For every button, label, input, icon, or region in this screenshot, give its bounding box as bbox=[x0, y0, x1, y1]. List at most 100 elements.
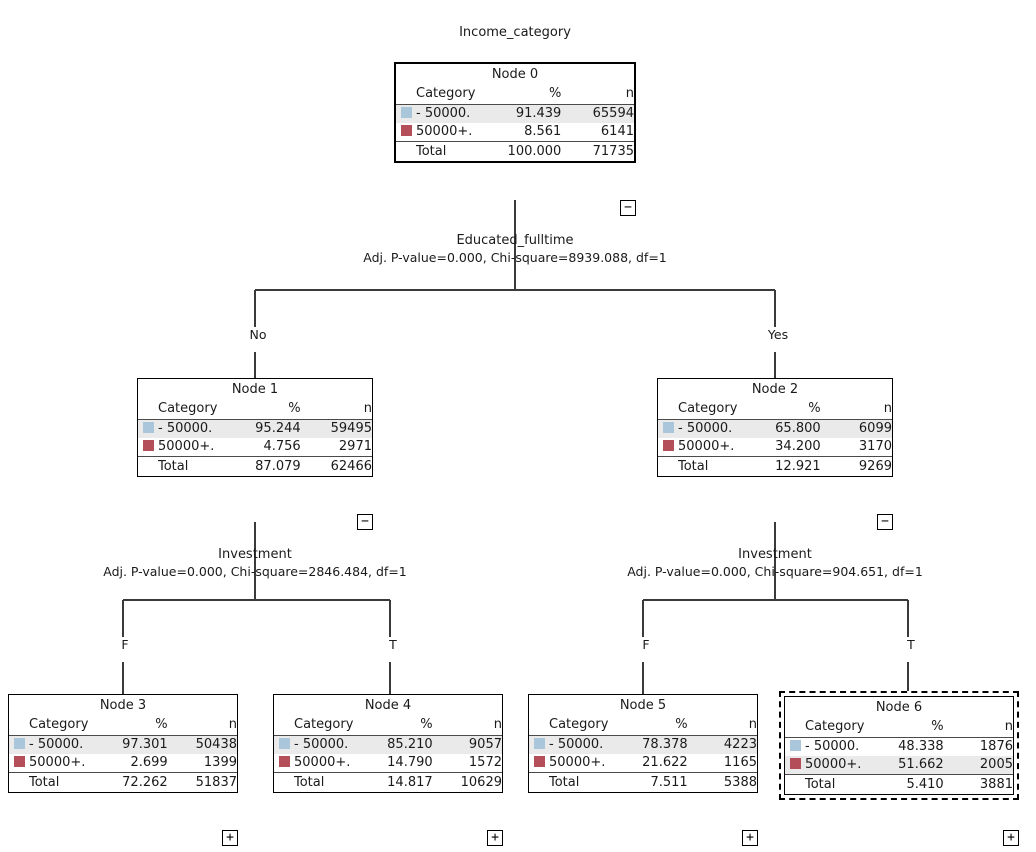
node-stats-table: Category % n - 50000. 78.378 4223 50000+… bbox=[529, 716, 757, 792]
table-header-row: Category % n bbox=[274, 716, 502, 736]
branch-label-no: No bbox=[235, 327, 281, 342]
category-label: - 50000. bbox=[805, 739, 860, 754]
swatch-header-cell bbox=[274, 716, 294, 736]
total-n: 9269 bbox=[820, 456, 892, 476]
node-title: Node 0 bbox=[491, 67, 539, 82]
total-percent: 7.511 bbox=[618, 772, 688, 792]
node-collapse-toggle-node0[interactable]: − bbox=[620, 200, 636, 216]
table-row: - 50000. 97.301 50438 bbox=[9, 735, 237, 754]
total-label: Total bbox=[805, 774, 875, 794]
category-swatch-cell bbox=[658, 438, 678, 457]
category-label: 50000+. bbox=[678, 439, 735, 454]
header-percent: % bbox=[618, 716, 688, 736]
node-stats-table: Category % n - 50000. 97.301 50438 50000… bbox=[9, 716, 237, 792]
tree-node-node6[interactable]: Node 6 Category % n - 50000. 48.338 1876… bbox=[779, 691, 1019, 800]
header-percent: % bbox=[874, 718, 944, 738]
node-title: Node 4 bbox=[364, 698, 412, 713]
node-stats-table: Category % n - 50000. 91.439 65594 50000… bbox=[396, 85, 634, 161]
category-percent: 21.622 bbox=[642, 755, 688, 770]
total-swatch-cell bbox=[274, 772, 294, 792]
split-stats: Adj. P-value=0.000, Chi-square=2846.484,… bbox=[103, 564, 407, 579]
category-color-swatch-icon bbox=[13, 756, 25, 767]
category-swatch-cell bbox=[396, 104, 416, 123]
node-stats-table: Category % n - 50000. 95.244 59495 50000… bbox=[138, 400, 372, 476]
category-n: 3170 bbox=[858, 439, 892, 454]
table-header-row: Category % n bbox=[138, 400, 372, 420]
header-category: Category bbox=[416, 85, 489, 105]
tree-node-node0[interactable]: Node 0 Category % n - 50000. 91.439 6559… bbox=[394, 62, 636, 163]
node-title: Node 1 bbox=[231, 382, 279, 397]
category-color-swatch-icon bbox=[400, 107, 412, 118]
category-label: - 50000. bbox=[294, 735, 364, 754]
total-label: Total bbox=[416, 141, 489, 161]
table-header-row: Category % n bbox=[658, 400, 892, 420]
node-expand-toggle-node4[interactable]: + bbox=[487, 830, 503, 846]
category-percent: 14.790 bbox=[387, 755, 433, 770]
header-category: Category bbox=[678, 400, 750, 420]
category-swatch-cell bbox=[658, 419, 678, 438]
category-swatch-cell bbox=[785, 738, 805, 757]
category-color-swatch-icon bbox=[533, 756, 545, 767]
category-swatch-cell bbox=[138, 438, 158, 457]
total-percent: 14.817 bbox=[363, 772, 433, 792]
category-color-swatch-icon bbox=[662, 422, 674, 433]
node-expand-toggle-node6[interactable]: + bbox=[1003, 830, 1019, 846]
category-color-swatch-icon bbox=[278, 738, 290, 749]
tree-node-node1[interactable]: Node 1 Category % n - 50000. 95.244 5949… bbox=[137, 378, 373, 477]
node-stats-table: Category % n - 50000. 65.800 6099 50000+… bbox=[658, 400, 892, 476]
tree-node-node2[interactable]: Node 2 Category % n - 50000. 65.800 6099… bbox=[657, 378, 893, 477]
table-row: 50000+. 34.200 3170 bbox=[658, 438, 892, 457]
header-n: n bbox=[561, 85, 634, 105]
node-expand-toggle-node5[interactable]: + bbox=[742, 830, 758, 846]
header-category: Category bbox=[158, 400, 230, 420]
header-category: Category bbox=[294, 716, 364, 736]
table-total-row: Total 87.079 62466 bbox=[138, 456, 372, 476]
split-label-split0: Educated_fulltime Adj. P-value=0.000, Ch… bbox=[315, 232, 715, 266]
category-label: 50000+. bbox=[294, 755, 351, 770]
node-stats-table: Category % n - 50000. 85.210 9057 50000+… bbox=[274, 716, 502, 792]
table-row: - 50000. 85.210 9057 bbox=[274, 735, 502, 754]
category-percent: 85.210 bbox=[363, 735, 433, 754]
tree-node-node4[interactable]: Node 4 Category % n - 50000. 85.210 9057… bbox=[273, 694, 503, 793]
total-percent: 72.262 bbox=[98, 772, 168, 792]
split-label-split1: Investment Adj. P-value=0.000, Chi-squar… bbox=[60, 546, 450, 580]
tree-node-node3[interactable]: Node 3 Category % n - 50000. 97.301 5043… bbox=[8, 694, 238, 793]
header-category: Category bbox=[805, 718, 875, 738]
category-label: - 50000. bbox=[678, 419, 750, 438]
category-n: 4223 bbox=[687, 735, 757, 754]
node-expand-toggle-node3[interactable]: + bbox=[222, 830, 238, 846]
category-label: - 50000. bbox=[416, 104, 489, 123]
swatch-header-cell bbox=[396, 85, 416, 105]
category-label: - 50000. bbox=[158, 419, 230, 438]
swatch-header-cell bbox=[529, 716, 549, 736]
total-label: Total bbox=[549, 772, 619, 792]
category-percent: 51.662 bbox=[874, 756, 944, 775]
node-title: Node 6 bbox=[875, 700, 923, 715]
branch-label-t-left: T bbox=[373, 637, 413, 652]
category-n: 1399 bbox=[203, 755, 237, 770]
total-swatch-cell bbox=[785, 774, 805, 794]
total-label: Total bbox=[678, 456, 750, 476]
table-total-row: Total 100.000 71735 bbox=[396, 141, 634, 161]
total-percent: 87.079 bbox=[229, 456, 301, 476]
node-collapse-toggle-node1[interactable]: − bbox=[357, 514, 373, 530]
category-swatch-cell bbox=[785, 756, 805, 775]
category-swatch-cell bbox=[138, 419, 158, 438]
tree-node-node5[interactable]: Node 5 Category % n - 50000. 78.378 4223… bbox=[528, 694, 758, 793]
split-stats: Adj. P-value=0.000, Chi-square=904.651, … bbox=[627, 564, 923, 579]
category-label: 50000+. bbox=[158, 439, 215, 454]
branch-label-yes: Yes bbox=[755, 327, 801, 342]
category-swatch-cell bbox=[396, 123, 416, 142]
node-collapse-toggle-node2[interactable]: − bbox=[877, 514, 893, 530]
table-row: 50000+. 8.561 6141 bbox=[396, 123, 634, 142]
total-percent: 12.921 bbox=[749, 456, 821, 476]
category-n: 59495 bbox=[300, 419, 372, 438]
total-swatch-cell bbox=[9, 772, 29, 792]
category-label: 50000+. bbox=[805, 756, 875, 775]
category-n: 6099 bbox=[820, 419, 892, 438]
category-swatch-cell bbox=[9, 735, 29, 754]
table-row: - 50000. 91.439 65594 bbox=[396, 104, 634, 123]
split-label-split2: Investment Adj. P-value=0.000, Chi-squar… bbox=[585, 546, 965, 580]
table-header-row: Category % n bbox=[396, 85, 634, 105]
node-title: Node 3 bbox=[99, 698, 147, 713]
